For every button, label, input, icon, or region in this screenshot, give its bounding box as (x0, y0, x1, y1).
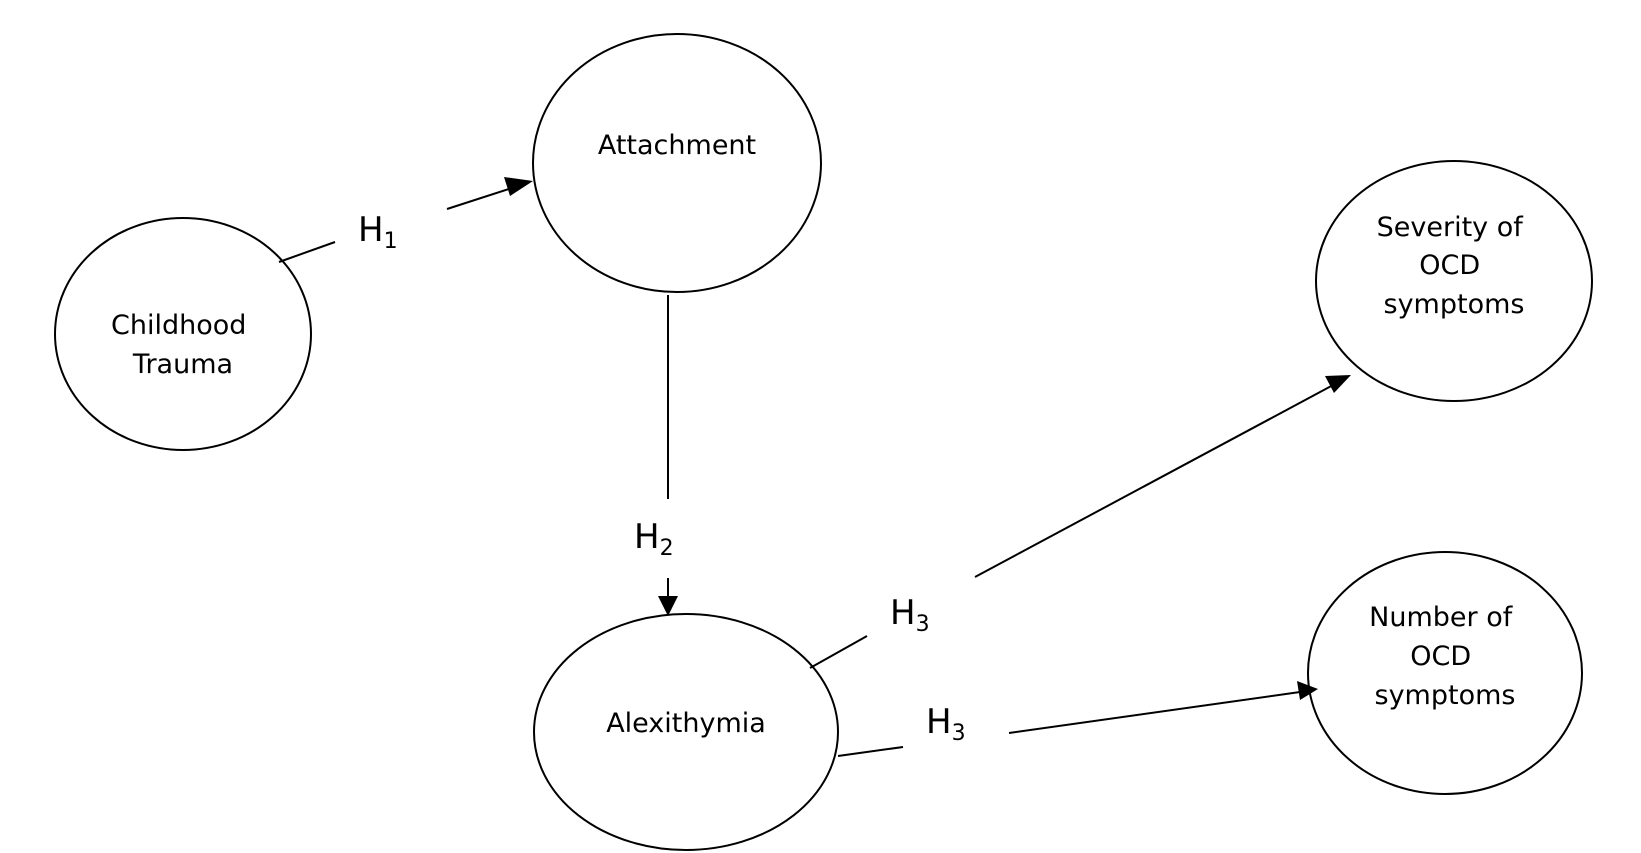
edge-h2: H2 (634, 295, 678, 616)
node-severity-ocd: Severity of OCD symptoms (1315, 160, 1593, 402)
edge-h3-number-tail (837, 746, 904, 757)
node-severity-ocd-line-2: OCD (1419, 250, 1480, 281)
edge-h1-head-line (446, 186, 516, 210)
edge-h3-severity-tail (809, 635, 868, 669)
node-number-ocd-line-3: symptoms (1375, 680, 1516, 711)
h3-number-label: H3 (926, 702, 966, 746)
edge-h1: H1 (278, 177, 533, 263)
node-number-ocd-shape (1307, 551, 1583, 795)
edge-h3-number: H3 (837, 681, 1318, 757)
node-attachment-shape (532, 33, 822, 293)
node-alexithymia-label: Alexithymia (606, 708, 766, 739)
node-alexithymia-shape (533, 613, 839, 851)
node-number-ocd-line-1: Number of (1369, 602, 1514, 633)
node-childhood-trauma-shape (54, 217, 312, 451)
node-severity-ocd-line-1: Severity of (1377, 212, 1525, 243)
node-number-ocd-label: Number of OCD symptoms (1369, 602, 1521, 711)
node-childhood-trauma-label: Childhood Trauma (111, 310, 255, 380)
h3-severity-label: H3 (890, 593, 930, 637)
node-childhood-trauma-line-2: Trauma (132, 349, 233, 380)
edge-h3-number-head-line (1008, 691, 1301, 734)
node-alexithymia: Alexithymia (533, 613, 839, 851)
edge-h3-number-arrowhead (1297, 681, 1318, 700)
h2-label: H2 (634, 517, 674, 561)
node-number-ocd: Number of OCD symptoms (1307, 551, 1583, 795)
edge-h1-tail (278, 241, 336, 263)
node-severity-ocd-label: Severity of OCD symptoms (1377, 212, 1532, 320)
node-severity-ocd-line-3: symptoms (1384, 289, 1525, 320)
node-attachment-label: Attachment (598, 130, 756, 161)
node-severity-ocd-shape (1315, 160, 1593, 402)
node-number-ocd-line-2: OCD (1410, 641, 1471, 672)
edge-h3-severity: H3 (809, 375, 1351, 669)
edge-h2-arrowhead (658, 596, 678, 616)
edge-h3-severity-arrowhead (1325, 375, 1351, 393)
node-childhood-trauma-line-1: Childhood (111, 310, 246, 341)
edge-h1-arrowhead (504, 177, 533, 196)
edge-h3-severity-head-line (974, 383, 1336, 578)
node-attachment: Attachment (532, 33, 822, 293)
node-childhood-trauma: Childhood Trauma (54, 217, 312, 451)
h1-label: H1 (358, 210, 398, 254)
